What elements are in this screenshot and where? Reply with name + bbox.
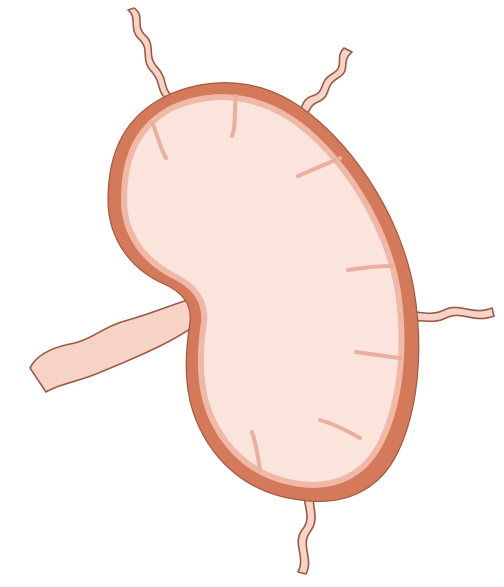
afferent-vessel-top-left [128, 8, 174, 100]
efferent-vessel-hilum [30, 300, 194, 392]
